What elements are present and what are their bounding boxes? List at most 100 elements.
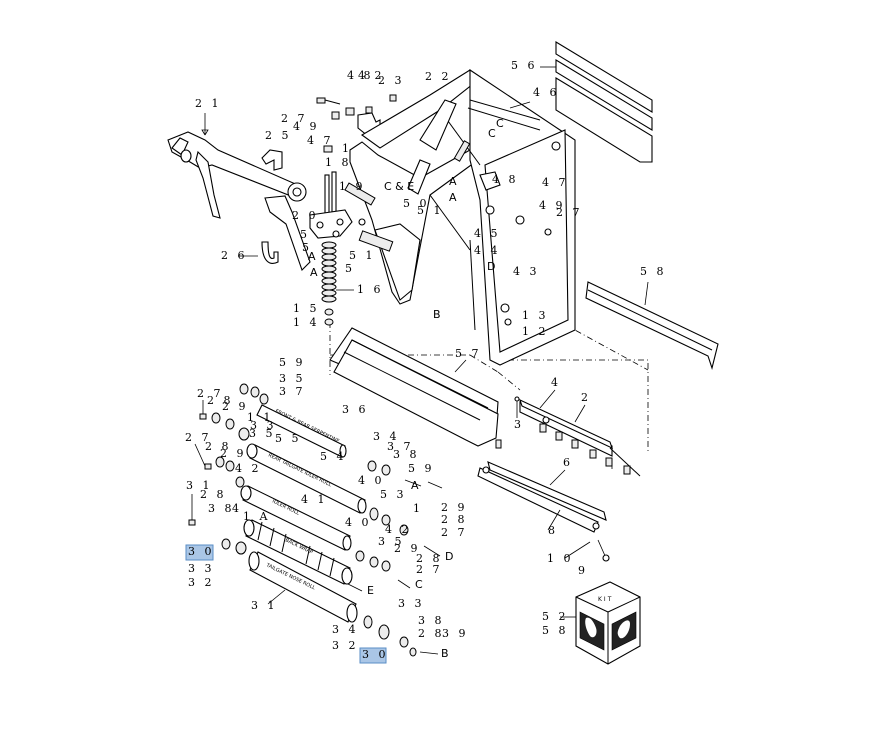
part-label-l4c: 4: [551, 376, 561, 389]
kit-box: KIT: [560, 581, 641, 665]
part-label-l51a: 5 1: [349, 249, 376, 262]
part-label-l36: 3 6: [342, 403, 369, 416]
highlight-box: [185, 544, 214, 561]
part-label-l26: 2 6: [221, 249, 248, 262]
part-label-l50: 5 0: [403, 197, 430, 210]
part-label-l34b: 3 4: [332, 623, 359, 636]
part-label-l27f: 2 7: [416, 563, 443, 576]
part-label-l14: 1 4: [293, 316, 320, 329]
bracket-2: [514, 389, 641, 477]
part-label-l29d: 2 9: [394, 542, 421, 555]
part-label-l28c: 2 8: [200, 488, 227, 501]
part-label-l27a: 2 7: [281, 112, 308, 125]
part-label-l35b: 3 5: [249, 427, 276, 440]
part-label-l49b: 4 9: [539, 199, 566, 212]
part-label-l47b: 4 7: [542, 176, 569, 189]
part-label-l33b: 3 3: [188, 562, 215, 575]
part-label-l23: 2 3: [378, 74, 405, 87]
part-label-l51b: 5 1: [417, 204, 444, 217]
part-label-l37b: 3 7: [387, 440, 414, 453]
roll-idler: IDLER ROLL: [240, 485, 352, 551]
part-label-l42a: 4 2: [358, 69, 385, 82]
ref-letter-B2: B: [441, 647, 449, 660]
part-label-l38b: 3 8: [208, 502, 235, 515]
rail-8: [477, 439, 610, 562]
highlight-30: [185, 544, 387, 664]
part-label-l34a: 3 4: [373, 430, 400, 443]
part-label-l32b: 3 2: [332, 639, 359, 652]
part-label-l28d: 2 8: [441, 513, 468, 526]
part-label-l27d: 2 7: [185, 431, 212, 444]
part-label-l20: 2 0: [292, 209, 319, 222]
part-label-l27e: 2 7: [441, 526, 468, 539]
ref-letter-A5: A: [411, 479, 419, 492]
ref-letter-C2: C: [488, 127, 496, 140]
part-label-l6: 6: [563, 456, 573, 469]
spring-16: [321, 241, 354, 326]
part-label-l37a: 3 7: [279, 385, 306, 398]
part-label-l35c: 3 5: [378, 535, 405, 548]
bracket-25: [261, 149, 283, 171]
part-label-l28e: 2 8: [416, 552, 443, 565]
roll-back-wrap: BACK WRAP: [243, 519, 353, 585]
part-label-l5a: 5: [300, 228, 310, 241]
ref-letter-C1: C: [496, 117, 504, 130]
part-label-l1a: 1: [342, 142, 352, 155]
part-label-l42c: 4 2: [385, 523, 412, 536]
part-label-l28f: 2 8: [418, 627, 445, 640]
bolt-arrows: [188, 400, 443, 655]
ref-letter-CE: C & E: [384, 180, 414, 193]
part-label-l44: 4 4: [474, 244, 501, 257]
part-label-l27b: 2 7: [556, 206, 583, 219]
part-label-l9: 9: [578, 564, 588, 577]
part-label-l15: 1 5: [293, 302, 320, 315]
part-label-l21: 2 1: [195, 97, 222, 110]
part-label-l29a: 2 9: [222, 400, 249, 413]
part-label-l29b: 2 9: [220, 447, 247, 460]
part-label-l58a: 5 8: [640, 265, 667, 278]
part-label-l16: 1 6: [357, 283, 384, 296]
part-label-l48a: 4 8: [347, 69, 374, 82]
part-label-l53: 5 3: [380, 488, 407, 501]
part-label-l39: 3 9: [442, 627, 469, 640]
part-label-l47a: 4 7: [307, 134, 334, 147]
part-label-l30b: 3 0: [362, 648, 389, 661]
part-label-l35a: 3 5: [279, 372, 306, 385]
channel-57: [329, 327, 499, 447]
part-label-l28a: 2 8: [207, 394, 234, 407]
part-label-l40a: 4 0: [358, 474, 385, 487]
ref-letter-E1: E: [367, 584, 374, 597]
part-label-l12: 1 2: [522, 325, 549, 338]
part-label-l41: 4 1: [301, 493, 328, 506]
part-label-l38c: 3 8: [418, 614, 445, 627]
part-label-l1b: 1: [413, 502, 423, 515]
part-label-l31a: 3 1: [186, 479, 213, 492]
part-label-l33a: 3 3: [250, 419, 277, 432]
part-label-l59b: 5 9: [408, 462, 435, 475]
part-label-l57: 5 7: [455, 347, 482, 360]
part-label-l42b: 4 2: [235, 462, 262, 475]
spring-plate-18: [309, 171, 366, 239]
part-label-l56: 5 6: [511, 59, 538, 72]
part-label-l22: 2 2: [425, 70, 452, 83]
part-label-l32a: 3 2: [188, 576, 215, 589]
tailgate-frame: [344, 68, 576, 366]
ref-letter-A2: A: [449, 191, 457, 204]
part-label-l5b: 5: [302, 241, 312, 254]
part-label-l58b: 5 8: [542, 624, 569, 637]
part-label-l55: 5 5: [275, 432, 302, 445]
highlight-box: [359, 647, 387, 664]
part-label-l52: 5 2: [542, 610, 569, 623]
ref-letter-D2: D: [445, 550, 453, 563]
panel-56: [509, 41, 653, 163]
part-label-l28b: 2 8: [205, 440, 232, 453]
part-label-l18: 1 8: [325, 156, 352, 169]
part-label-l29c: 2 9: [441, 501, 468, 514]
ref-letter-C3: C: [415, 578, 423, 591]
bearing-set: [211, 383, 417, 657]
ref-letter-D1: D: [487, 260, 495, 273]
part-label-l48b: 4 8: [492, 173, 519, 186]
